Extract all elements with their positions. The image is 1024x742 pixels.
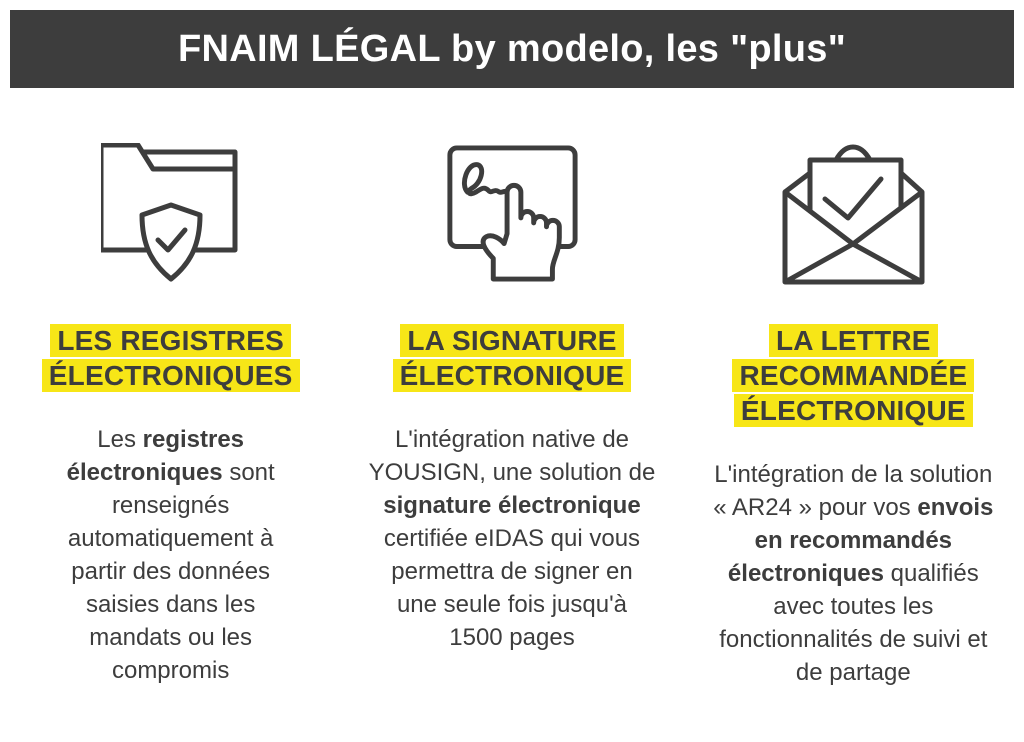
page-title: FNAIM LÉGAL by modelo, les "plus" <box>177 27 847 70</box>
body-lettre: L'intégration de la solution « AR24 » po… <box>713 461 994 686</box>
heading-registres: LES REGISTRES ÉLECTRONIQUES <box>41 323 300 393</box>
column-lettre: LA LETTRE RECOMMANDÉE ÉLECTRONIQUE L'int… <box>683 88 1024 742</box>
heading-highlight: LA LETTRE RECOMMANDÉE ÉLECTRONIQUE <box>732 324 975 427</box>
folder-shield-check-icon <box>100 143 241 283</box>
signature-squiggle <box>461 162 516 197</box>
heading-highlight: LA SIGNATURE ÉLECTRONIQUE <box>392 324 632 392</box>
body-registres: Les registres électroniques sont renseig… <box>66 426 275 684</box>
check-shape <box>822 176 884 221</box>
envelope-shape <box>782 189 925 285</box>
column-signature: LA SIGNATURE ÉLECTRONIQUE L'intégration … <box>341 88 682 742</box>
signature-touch-icon <box>442 143 582 283</box>
heading-lettre: LA LETTRE RECOMMANDÉE ÉLECTRONIQUE <box>732 323 975 428</box>
heading-highlight: LES REGISTRES ÉLECTRONIQUES <box>41 324 300 392</box>
column-registres: LES REGISTRES ÉLECTRONIQUES Les registre… <box>0 88 341 742</box>
envelope-fold-lines <box>783 241 924 285</box>
columns-container: LES REGISTRES ÉLECTRONIQUES Les registre… <box>0 88 1024 742</box>
shield-shape <box>139 202 203 282</box>
check-shape <box>155 227 188 253</box>
registered-letter-check-icon <box>781 143 926 285</box>
title-banner: FNAIM LÉGAL by modelo, les "plus" <box>10 10 1014 88</box>
pointing-hand-shape <box>480 182 562 282</box>
body-signature: L'intégration native de YOUSIGN, une sol… <box>368 426 656 651</box>
heading-signature: LA SIGNATURE ÉLECTRONIQUE <box>392 323 632 393</box>
flap-edges-shape <box>783 171 924 194</box>
flap-peak-shape <box>833 144 872 162</box>
